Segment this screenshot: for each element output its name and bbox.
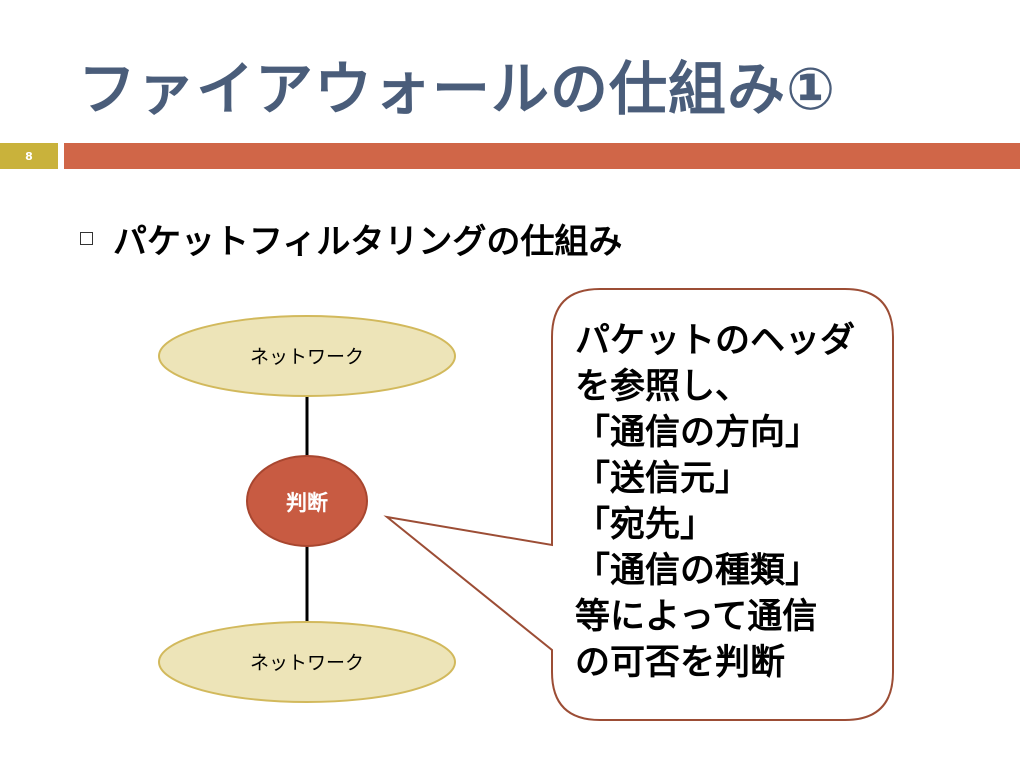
callout-line: 「宛先」: [575, 505, 716, 545]
square-bullet-icon: [80, 232, 93, 245]
callout-bubble: [383, 288, 894, 721]
network-node-bottom-label: ネットワーク: [249, 652, 364, 674]
network-node-top: [158, 315, 456, 397]
network-node-bottom: [158, 621, 456, 703]
callout-line: パケットのヘッダ: [575, 321, 856, 361]
title-accent-bar: [64, 143, 1020, 169]
network-node-top-label: ネットワーク: [249, 346, 364, 368]
judge-node: [246, 455, 368, 547]
judge-node-label: 判断: [286, 491, 328, 515]
callout-line: の可否を判断: [575, 643, 786, 683]
callout-line: 等によって通信: [575, 597, 818, 637]
callout-line: 「送信元」: [575, 459, 751, 499]
callout-line: を参照し、: [575, 367, 751, 407]
bullet-item: パケットフィルタリングの仕組み: [80, 214, 622, 263]
callout-line: 「通信の種類」: [575, 551, 821, 591]
callout-line: 「通信の方向」: [575, 413, 821, 453]
slide-number: 8: [0, 143, 58, 169]
bullet-text: パケットフィルタリングの仕組み: [113, 222, 623, 262]
callout-text: パケットのヘッダ を参照し、 「通信の方向」 「送信元」 「宛先」 「通信の種類…: [575, 318, 885, 686]
slide-title: ファイアウォールの仕組み①: [78, 55, 837, 123]
